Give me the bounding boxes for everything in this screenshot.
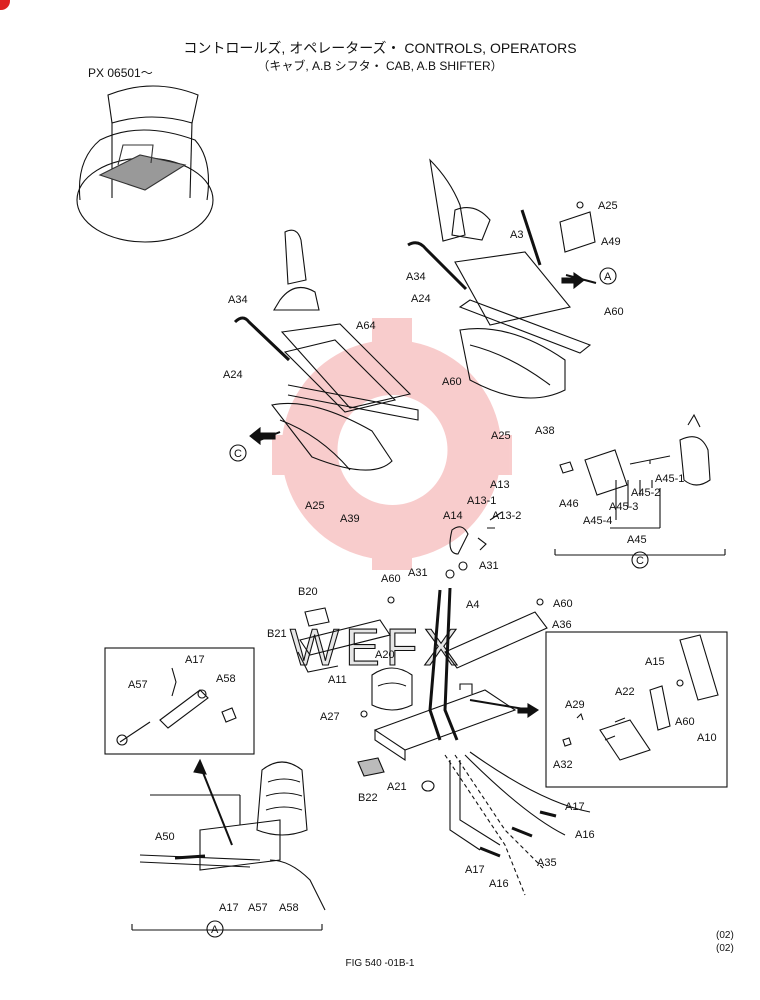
part-label: A31 bbox=[479, 560, 499, 572]
part-label: A25 bbox=[491, 430, 511, 442]
view-a-marker-top: A bbox=[599, 267, 617, 285]
part-label: B20 bbox=[298, 586, 318, 598]
watermark-text: WEFX bbox=[290, 619, 464, 677]
part-label: A22 bbox=[615, 686, 635, 698]
lever-link-detail-box bbox=[104, 647, 255, 755]
part-label: A64 bbox=[356, 320, 376, 332]
part-label: A45-4 bbox=[583, 515, 612, 527]
part-label: A29 bbox=[565, 699, 585, 711]
part-label: A45-3 bbox=[609, 501, 638, 513]
part-label: A21 bbox=[387, 781, 407, 793]
part-label: A39 bbox=[340, 513, 360, 525]
part-label: A35 bbox=[537, 857, 557, 869]
svg-text:C: C bbox=[636, 555, 644, 567]
part-label: A50 bbox=[155, 831, 175, 843]
part-label: B21 bbox=[267, 628, 287, 640]
right-control-box bbox=[407, 158, 597, 399]
part-label: A3 bbox=[510, 229, 523, 241]
part-label: A10 bbox=[697, 732, 717, 744]
part-label: A13 bbox=[490, 479, 510, 491]
part-label: A60 bbox=[675, 716, 695, 728]
part-label: A14 bbox=[443, 510, 463, 522]
part-label: A4 bbox=[466, 599, 479, 611]
part-label: A57 bbox=[128, 679, 148, 691]
a49-plate bbox=[559, 201, 596, 253]
part-label: A46 bbox=[559, 498, 579, 510]
page-corner-marker bbox=[0, 0, 10, 10]
part-label: A16 bbox=[489, 878, 509, 890]
page-title: コントロールズ, オペレーターズ・ CONTROLS, OPERATORS bbox=[183, 40, 577, 56]
view-c-detail bbox=[554, 413, 726, 556]
part-labels: A25 A49 A3 A34 A24 A60 A25 A38 A34 A64 A… bbox=[128, 200, 717, 914]
left-control-box bbox=[233, 229, 419, 471]
part-label: A34 bbox=[228, 294, 248, 306]
part-label: A27 bbox=[320, 711, 340, 723]
control-cables bbox=[444, 751, 591, 896]
part-label: A45-1 bbox=[655, 473, 684, 485]
shifter-base bbox=[357, 667, 540, 792]
svg-text:A: A bbox=[604, 271, 612, 283]
part-label: A20 bbox=[375, 649, 395, 661]
part-label: A34 bbox=[406, 271, 426, 283]
part-label: A25 bbox=[598, 200, 618, 212]
part-label: A11 bbox=[328, 674, 347, 686]
part-label: A16 bbox=[575, 829, 595, 841]
serial-range: PX 06501～ bbox=[88, 66, 153, 80]
watermark bbox=[272, 318, 512, 570]
view-c-marker-detail: C bbox=[631, 551, 649, 569]
part-label: A15 bbox=[645, 656, 665, 668]
page-subtitle: （キャブ, A.B シフタ・ CAB, A.B SHIFTER） bbox=[257, 59, 503, 73]
svg-text:C: C bbox=[234, 448, 242, 460]
part-label: A17 bbox=[185, 654, 205, 666]
a36-bar bbox=[444, 598, 548, 669]
part-label: A60 bbox=[604, 306, 624, 318]
svg-text:A: A bbox=[211, 924, 219, 936]
part-label: A31 bbox=[408, 567, 428, 579]
part-label: A60 bbox=[381, 573, 401, 585]
part-label: B22 bbox=[358, 792, 378, 804]
view-a-marker-bottom: A bbox=[206, 920, 224, 938]
view-c-marker-left: C bbox=[229, 444, 247, 462]
bracket-a11 bbox=[297, 596, 395, 673]
part-label: A57 bbox=[248, 902, 268, 914]
part-label: A17 bbox=[565, 801, 585, 813]
part-label: A38 bbox=[535, 425, 555, 437]
part-label: A24 bbox=[223, 369, 243, 381]
part-label: A17 bbox=[465, 864, 485, 876]
part-label: A58 bbox=[279, 902, 299, 914]
cab-illustration bbox=[76, 85, 214, 243]
part-label: A45-2 bbox=[631, 487, 660, 499]
revision-code: (02) bbox=[716, 930, 734, 941]
part-label: A45 bbox=[627, 534, 647, 546]
part-label: A24 bbox=[411, 293, 431, 305]
pedal-detail-box bbox=[545, 631, 728, 788]
part-label: A25 bbox=[305, 500, 325, 512]
part-label: A36 bbox=[552, 619, 572, 631]
part-label: A13-2 bbox=[492, 510, 521, 522]
figure-id: FIG 540 -01B-1 bbox=[345, 958, 415, 969]
part-label: A49 bbox=[601, 236, 621, 248]
part-label: A58 bbox=[216, 673, 236, 685]
part-label: A60 bbox=[442, 376, 462, 388]
part-label: A60 bbox=[553, 598, 573, 610]
part-label: A13-1 bbox=[467, 495, 496, 507]
revision-code: (02) bbox=[716, 943, 734, 954]
part-label: A17 bbox=[219, 902, 239, 914]
part-label: A32 bbox=[553, 759, 573, 771]
view-a-lower bbox=[131, 758, 326, 931]
